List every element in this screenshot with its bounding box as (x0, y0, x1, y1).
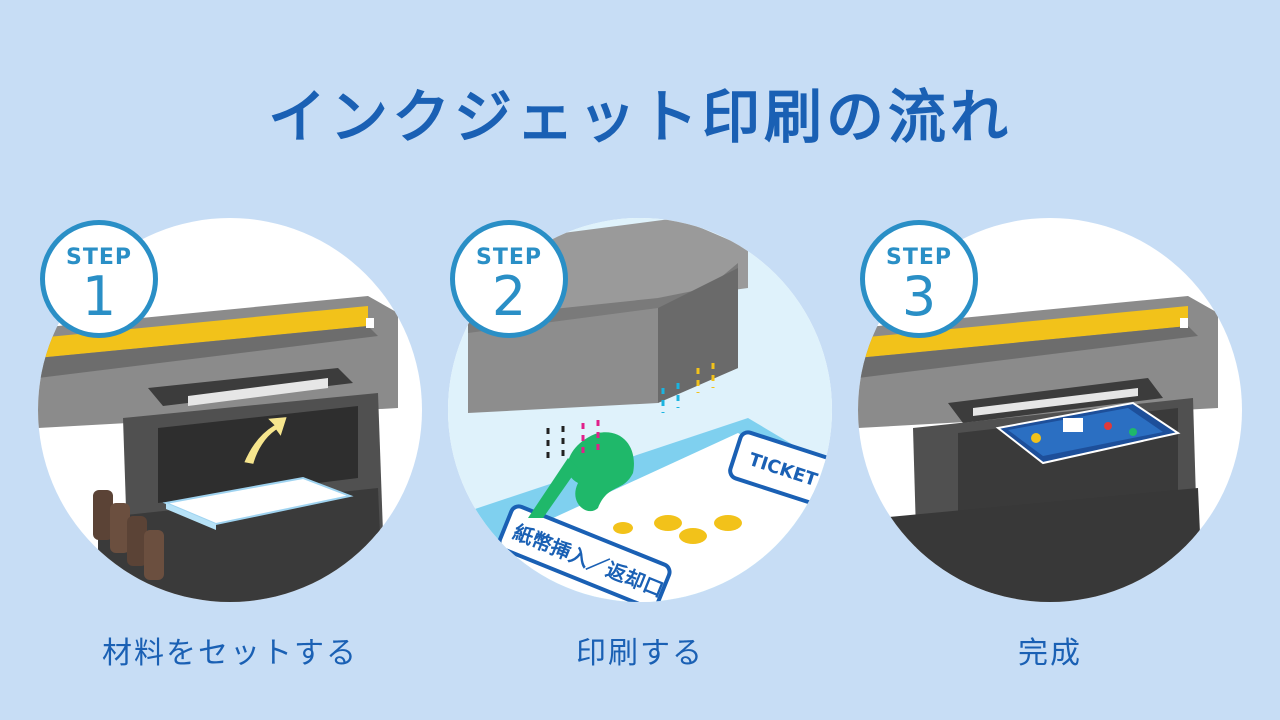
step-1-badge: STEP 1 (40, 220, 158, 338)
page-title: インクジェット印刷の流れ (267, 83, 1012, 151)
step-1-panel: STEP 1 (38, 218, 422, 602)
printer-loading-illustration (38, 296, 398, 602)
step-label: STEP (885, 245, 952, 270)
step-3-caption: 完成 (1018, 636, 1082, 671)
step-number: 3 (901, 265, 937, 328)
step-label: STEP (65, 245, 132, 270)
step-1-caption: 材料をセットする (102, 636, 358, 671)
step-3-illustration (858, 218, 1242, 602)
step-2-panel: TICKET 紙幣挿入／返却口 (448, 218, 832, 602)
step-2-caption: 印刷する (576, 636, 704, 671)
step-2-badge: STEP 2 (450, 220, 568, 338)
step-3-badge: STEP 3 (860, 220, 978, 338)
step-label: STEP (475, 245, 542, 270)
finished-print-illustration (858, 296, 1218, 602)
step-number: 1 (81, 265, 117, 328)
step-1-illustration (38, 218, 422, 602)
step-3-panel: STEP 3 (858, 218, 1242, 602)
step-number: 2 (491, 265, 527, 328)
